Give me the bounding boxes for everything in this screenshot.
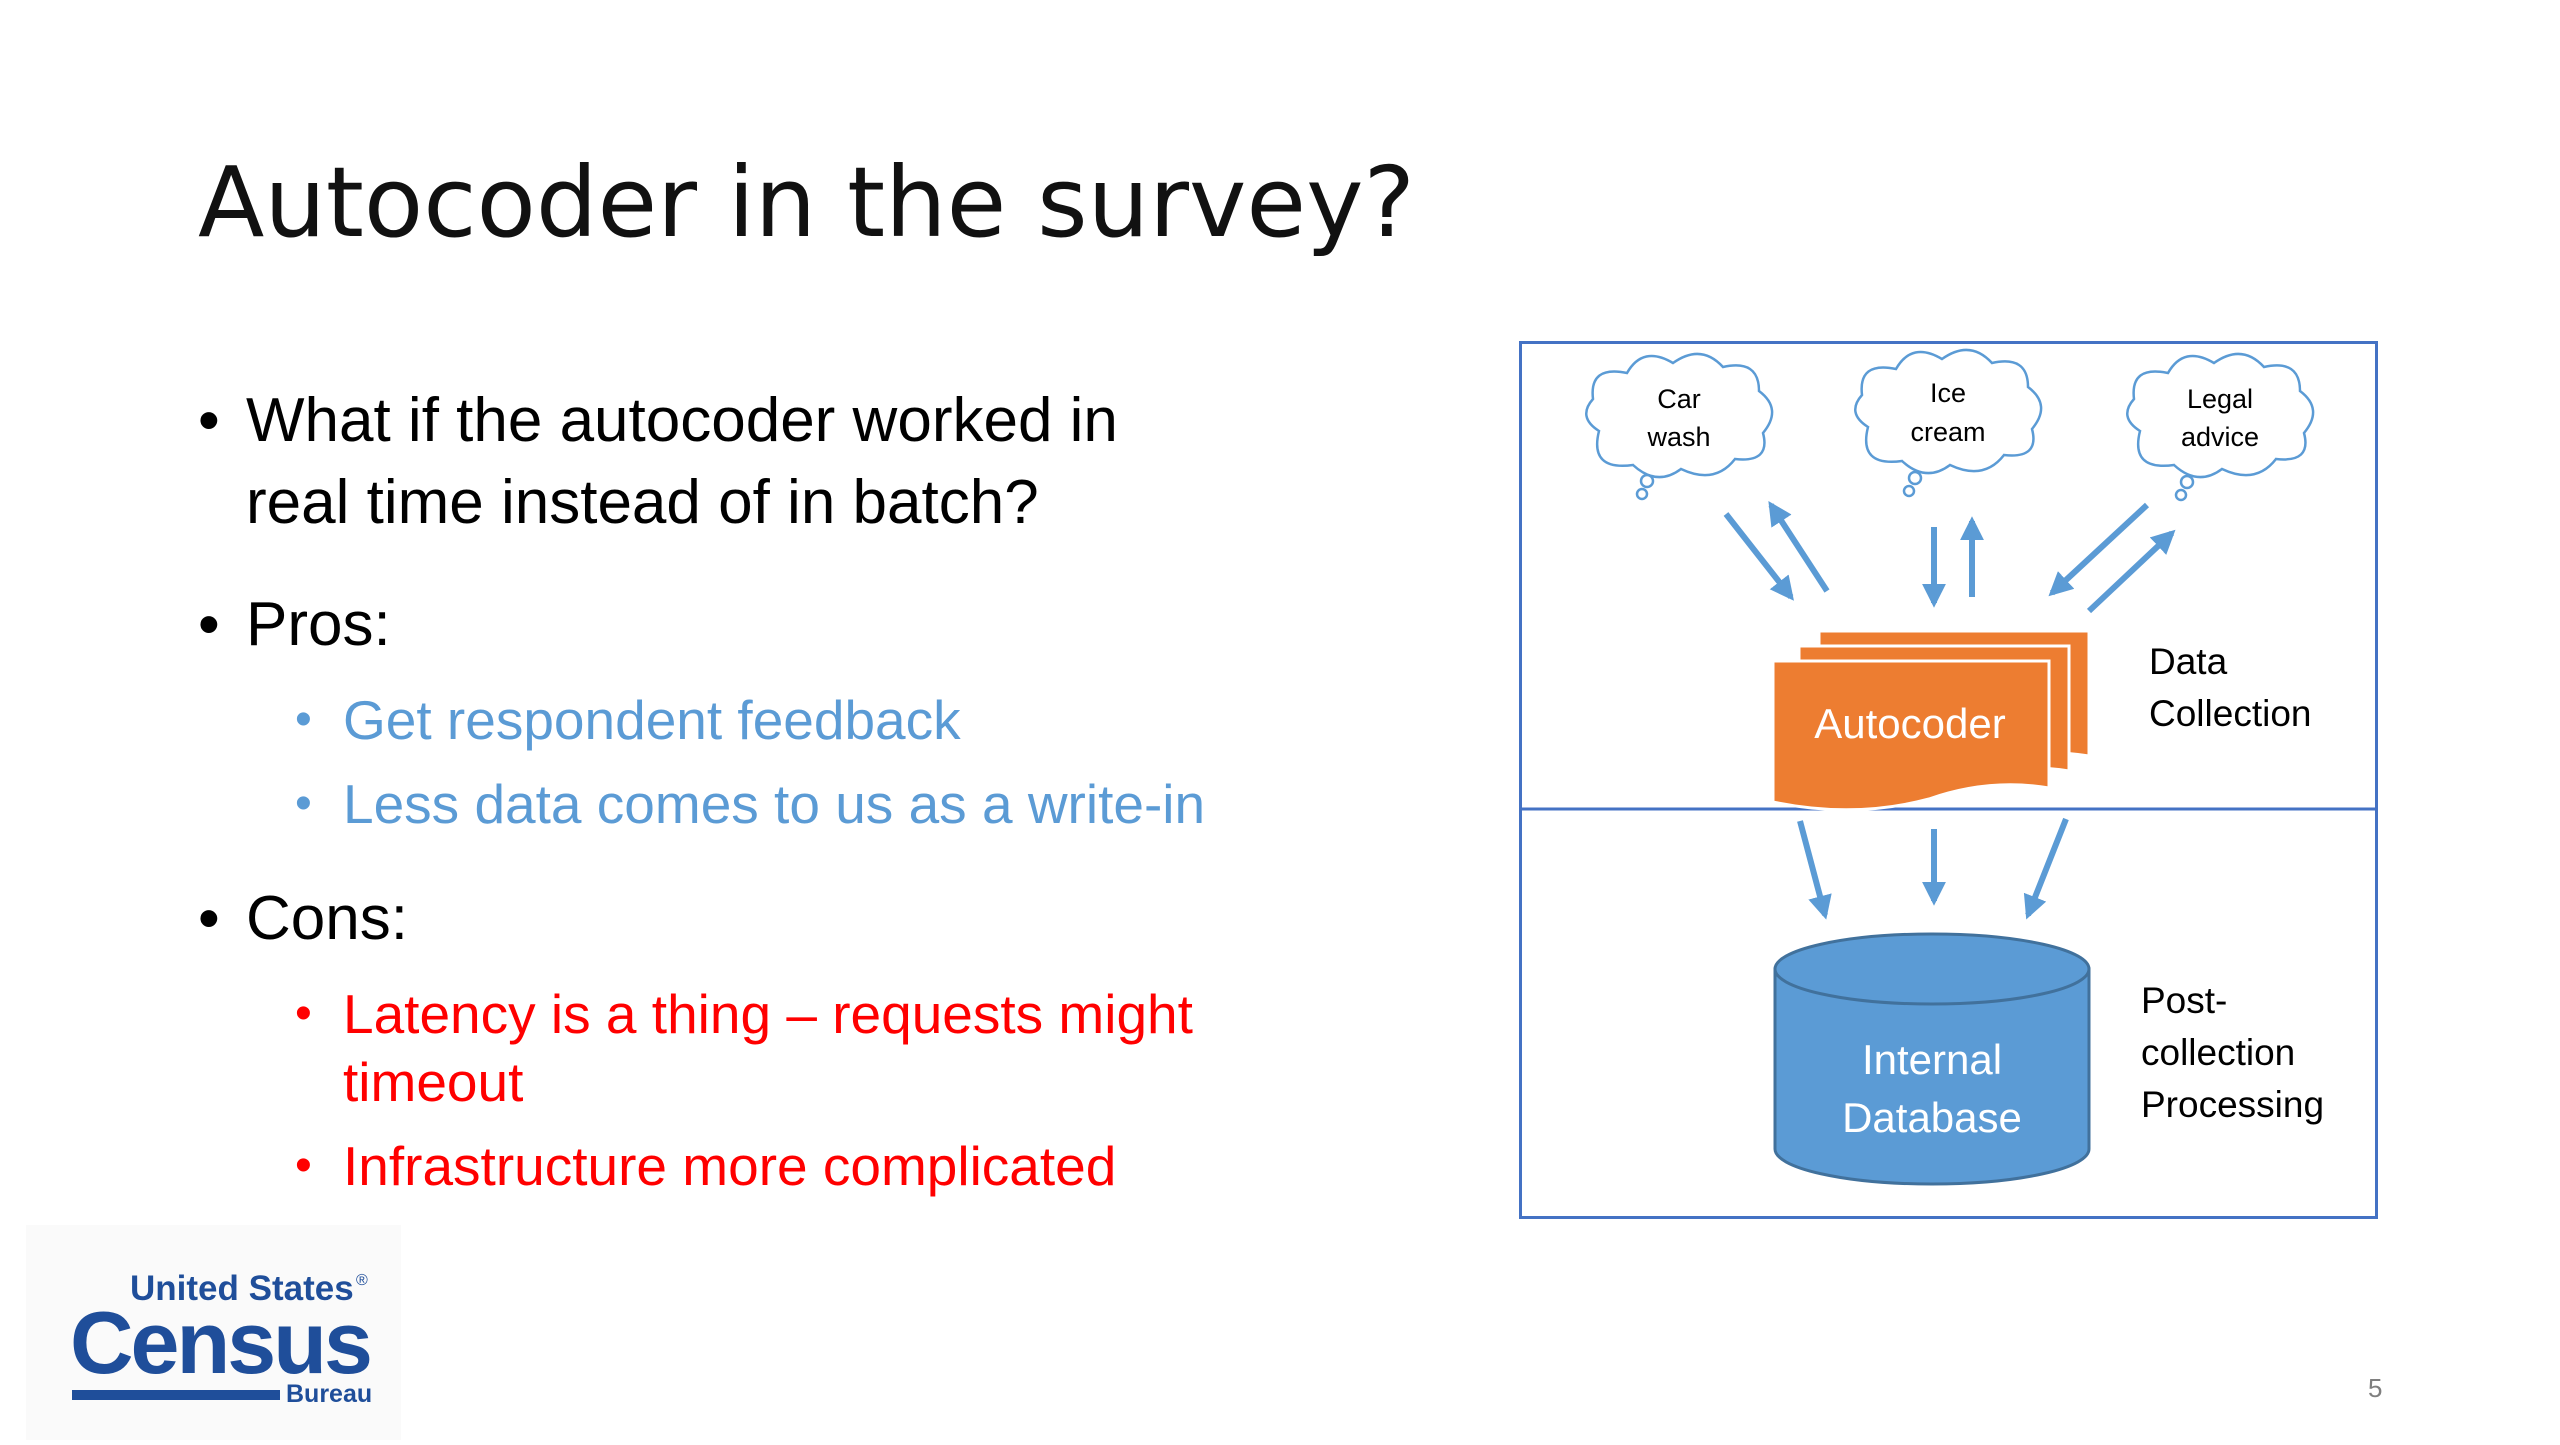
con-item-1-line-2: timeout (343, 1051, 524, 1113)
question-line-1: What if the autocoder worked in (246, 386, 1118, 455)
logo-line-2: Census (70, 1293, 370, 1392)
cloud-ice-cream: Ice cream (1854, 348, 2043, 498)
arrow-to-database-left (1797, 820, 1832, 920)
con-item-2: Infrastructure more complicated (295, 1132, 1378, 1200)
arrow-to-database-right (2023, 817, 2069, 920)
arrow-autocoder-to-legal (2086, 529, 2176, 614)
autocoder-label: Autocoder (1814, 700, 2005, 747)
con-item-1-line-1: Latency is a thing – requests might (343, 983, 1193, 1045)
question-line-2: real time instead of in batch? (246, 468, 1039, 537)
bullet-list: What if the autocoder worked in real tim… (198, 380, 1378, 1200)
post-collection-line-3: Processing (2141, 1084, 2324, 1125)
arrow-legal-to-autocoder (2048, 502, 2150, 597)
data-collection-line-1: Data (2149, 641, 2228, 682)
bullet-cons: Cons: (198, 878, 1378, 960)
pro-item-2: Less data comes to us as a write-in (295, 770, 1378, 838)
cloud-car-wash-line-1: Car (1657, 384, 1701, 414)
cloud-ice-cream-line-2: cream (1910, 417, 1985, 447)
post-collection-line-2: collection (2141, 1032, 2295, 1073)
cloud-legal-advice: Legal advice (2126, 352, 2315, 502)
logo-line-1: United States (130, 1269, 354, 1308)
database-arrows (1797, 817, 2069, 920)
cloud-car-wash: Car wash (1585, 352, 1774, 501)
slide-title: Autocoder in the survey? (198, 146, 1415, 259)
cloud-legal-advice-line-1: Legal (2187, 384, 2253, 414)
arrow-car-to-autocoder (1723, 512, 1794, 601)
bullet-pros: Pros: (198, 584, 1378, 666)
cloud-car-wash-line-2: wash (1646, 422, 1710, 452)
post-collection-line-1: Post- (2141, 980, 2227, 1021)
cloud-arrows (1723, 500, 2176, 614)
internal-database-cylinder: Internal Database (1773, 932, 2091, 1186)
database-label-line-2: Database (1842, 1094, 2022, 1141)
census-bureau-logo: United States ® Census Bureau (26, 1225, 401, 1440)
data-collection-line-2: Collection (2149, 693, 2311, 734)
bullet-question: What if the autocoder worked in real tim… (198, 380, 1378, 544)
database-label-line-1: Internal (1862, 1036, 2002, 1083)
arrow-autocoder-to-car (1768, 500, 1830, 593)
cloud-legal-advice-line-2: advice (2181, 422, 2259, 452)
logo-underline (72, 1390, 280, 1400)
con-item-1: Latency is a thing – requests might time… (295, 980, 1378, 1116)
architecture-diagram: Car wash Ice cream Legal advice Autocode… (1519, 341, 2378, 1219)
autocoder-shape: Autocoder (1771, 629, 2091, 812)
page-number: 5 (2368, 1373, 2383, 1403)
logo-line-3: Bureau (286, 1380, 372, 1408)
pro-item-1: Get respondent feedback (295, 686, 1378, 754)
cloud-ice-cream-line-1: Ice (1930, 378, 1966, 408)
logo-registered-mark: ® (356, 1272, 368, 1289)
